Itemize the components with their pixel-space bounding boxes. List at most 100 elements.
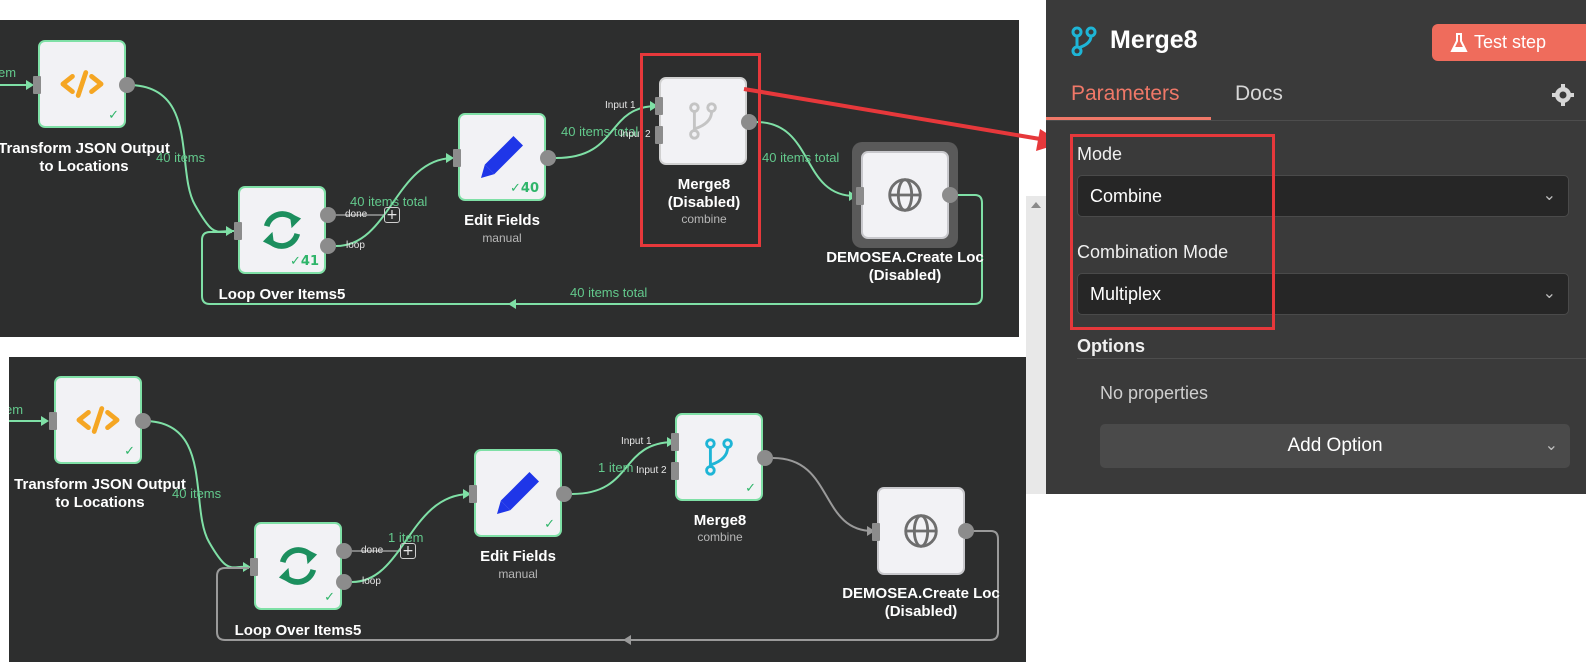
- output-port-loop[interactable]: [320, 238, 336, 254]
- refresh-icon: [262, 211, 302, 249]
- port-label-done: done: [345, 209, 368, 220]
- input-label-2: Input 2: [620, 129, 651, 140]
- node-demosea-create-loc[interactable]: [877, 487, 965, 575]
- success-check-icon: ✓: [124, 444, 135, 459]
- output-port[interactable]: [540, 150, 556, 166]
- input-port[interactable]: [469, 485, 477, 503]
- node-loop-over-items[interactable]: ✓41: [238, 186, 326, 274]
- input-port[interactable]: [33, 76, 41, 94]
- node-label: Transform JSON Output to Locations: [0, 140, 170, 175]
- combination-mode-select[interactable]: Multiplex ⌄: [1077, 273, 1569, 315]
- node-label: Loop Over Items5: [218, 286, 346, 303]
- node-transform-json[interactable]: ✓: [38, 40, 126, 128]
- input-port[interactable]: [49, 412, 57, 430]
- input-label-2: Input 2: [636, 465, 667, 476]
- node-subtitle: manual: [498, 567, 538, 581]
- success-check-icon: ✓40: [510, 181, 539, 196]
- merge-icon: [1071, 26, 1097, 56]
- test-step-button[interactable]: Test step: [1432, 24, 1586, 61]
- node-merge[interactable]: [659, 77, 747, 165]
- gear-icon[interactable]: [1552, 84, 1574, 106]
- node-merge[interactable]: ✓: [675, 413, 763, 501]
- node-demosea-create-loc[interactable]: [861, 151, 949, 239]
- node-subtitle: manual: [482, 231, 522, 245]
- node-subtitle: combine: [681, 212, 727, 226]
- options-label: Options: [1077, 336, 1145, 356]
- output-port[interactable]: [942, 187, 958, 203]
- output-port[interactable]: [556, 486, 572, 502]
- input-label-1: Input 1: [621, 436, 652, 447]
- output-port[interactable]: [119, 77, 135, 93]
- merge-icon: [689, 102, 717, 140]
- annotation-highlight-box: [640, 53, 761, 247]
- input-port-2[interactable]: [655, 126, 663, 144]
- chevron-down-icon: ⌄: [1542, 187, 1556, 204]
- edge-label: 1 item: [388, 530, 424, 545]
- node-transform-json[interactable]: ✓: [54, 376, 142, 464]
- node-label: Edit Fields: [464, 212, 540, 229]
- workflow-canvas-top[interactable]: em ✓ Transform JSON Output to Locations …: [0, 20, 1019, 337]
- success-check-icon: ✓: [745, 481, 756, 496]
- input-port-1[interactable]: [655, 97, 663, 115]
- pencil-icon: [481, 136, 523, 178]
- output-port-done[interactable]: [320, 207, 336, 223]
- node-label: Merge8 (Disabled): [667, 176, 741, 211]
- code-icon: [76, 406, 120, 434]
- edge-label-incoming: em: [0, 65, 17, 80]
- chevron-down-icon: ⌄: [1544, 437, 1558, 454]
- edge-label: 40 items: [156, 150, 206, 165]
- tab-parameters[interactable]: Parameters: [1071, 82, 1180, 105]
- globe-icon: [888, 178, 922, 212]
- success-check-icon: ✓: [324, 590, 335, 605]
- input-port[interactable]: [856, 187, 864, 205]
- input-port[interactable]: [453, 149, 461, 167]
- workflow-canvas-bottom[interactable]: em ✓ Transform JSON Output to Locations …: [9, 357, 1026, 662]
- globe-icon: [904, 514, 938, 548]
- code-icon: [60, 70, 104, 98]
- output-port-done[interactable]: [336, 543, 352, 559]
- input-label-1: Input 1: [605, 100, 636, 111]
- connections-bottom: [9, 416, 999, 645]
- add-option-button[interactable]: Add Option ⌄: [1100, 424, 1570, 468]
- output-port[interactable]: [958, 523, 974, 539]
- node-edit-fields[interactable]: ✓40: [458, 113, 546, 201]
- add-node-button[interactable]: +: [400, 543, 416, 559]
- flask-icon: [1450, 33, 1468, 52]
- edge-label: 1 item: [598, 460, 634, 475]
- panel-title: Merge8: [1110, 26, 1198, 54]
- input-port-2[interactable]: [671, 462, 679, 480]
- node-subtitle: combine: [697, 530, 743, 544]
- add-node-button[interactable]: +: [384, 207, 400, 223]
- refresh-icon: [278, 547, 318, 585]
- port-label-loop: loop: [346, 240, 365, 251]
- mode-label: Mode: [1077, 144, 1123, 164]
- port-label-done: done: [361, 545, 384, 556]
- success-check-icon: ✓: [544, 517, 555, 532]
- edge-label: 40 items total: [350, 194, 428, 209]
- edge-label: 40 items: [172, 486, 222, 501]
- node-label: Loop Over Items5: [234, 622, 362, 639]
- merge-icon: [705, 438, 733, 476]
- mode-select[interactable]: Combine ⌄: [1077, 175, 1569, 217]
- output-port-loop[interactable]: [336, 574, 352, 590]
- input-port-1[interactable]: [671, 433, 679, 451]
- divider: [1077, 358, 1586, 359]
- tab-active-underline: [1046, 117, 1211, 120]
- output-port[interactable]: [135, 413, 151, 429]
- node-label: Transform JSON Output to Locations: [14, 476, 186, 511]
- edge-label: 40 items total: [570, 285, 648, 300]
- node-edit-fields[interactable]: ✓: [474, 449, 562, 537]
- output-port[interactable]: [757, 450, 773, 466]
- chevron-down-icon: ⌄: [1542, 285, 1556, 302]
- input-port[interactable]: [250, 558, 258, 576]
- node-label: Edit Fields: [480, 548, 556, 565]
- edge-label-incoming: em: [9, 402, 24, 417]
- tab-docs[interactable]: Docs: [1235, 82, 1283, 105]
- node-loop-over-items[interactable]: ✓: [254, 522, 342, 610]
- scrollbar[interactable]: [1026, 196, 1046, 494]
- divider: [1046, 120, 1586, 121]
- node-details-panel: Merge8 Test step Parameters Docs Mode Co…: [1046, 0, 1586, 494]
- input-port[interactable]: [872, 523, 880, 541]
- scroll-up-arrow-icon[interactable]: [1031, 202, 1041, 208]
- input-port[interactable]: [234, 222, 242, 240]
